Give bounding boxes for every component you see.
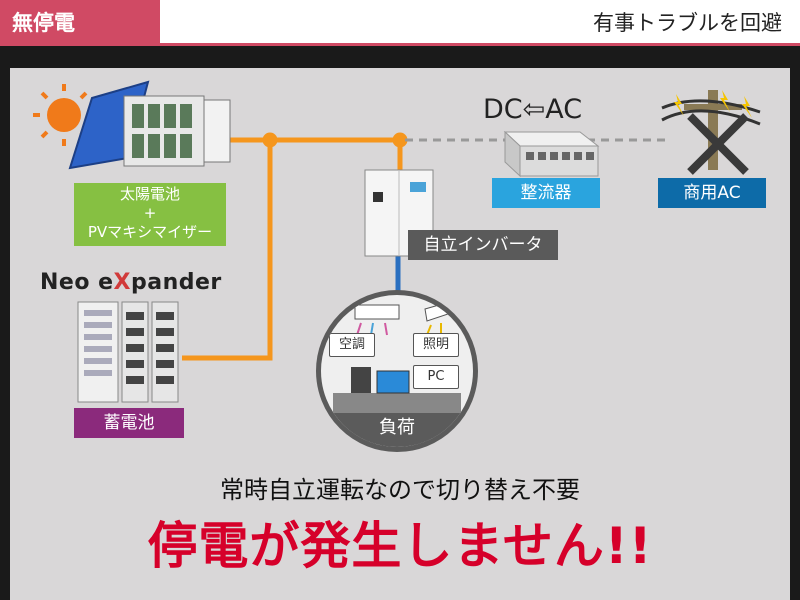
cross-icon [687,113,749,175]
solar-label-line3: PVマキシマイザー [87,222,213,241]
solar-label: 太陽電池 + PVマキシマイザー [74,183,226,246]
lighting-icon [424,300,454,322]
pv-maximizer-icon [123,95,231,167]
dc-ac-label: DC⇦AC [483,94,583,125]
brand-logo: Neo eXpander [40,270,222,295]
load-graphics [333,300,461,413]
rectifier-icon [503,130,600,178]
load-title: 負荷 [321,413,473,447]
aircon-label: 空調 [329,333,375,357]
battery-rack-icon [77,301,179,403]
power-lines [182,132,408,361]
brand-prefix: Neo e [40,270,114,295]
solar-label-line2: + [143,203,157,222]
commercial-ac-label: 商用AC [658,178,766,208]
utility-pole-icon [661,90,761,170]
main-message: 停電が発生しません!! [147,517,653,575]
lighting-label: 照明 [413,333,459,357]
junction-dot-right [392,132,408,148]
junction-dot-left [262,132,278,148]
rectifier-label: 整流器 [492,178,600,208]
aircon-icon [354,304,400,320]
inverter-label: 自立インバータ [408,230,558,260]
header-rule [160,43,800,46]
brand-suffix: pander [131,270,222,295]
header-bar: 無停電 有事トラブルを回避 [0,0,800,46]
pc-icon [376,370,410,394]
sub-message: 常時自立運転なので切り替え不要 [220,476,580,504]
brand-x: X [113,270,131,295]
header-tag: 無停電 [0,0,160,46]
battery-line [182,140,273,361]
pc-label: PC [413,365,459,389]
header-title: 有事トラブルを回避 [593,11,782,35]
desk-icon [333,393,461,413]
battery-label: 蓄電池 [74,408,184,438]
load-circle: 空調 照明 PC 負荷 [316,290,478,452]
solar-label-line1: 太陽電池 [119,185,180,203]
